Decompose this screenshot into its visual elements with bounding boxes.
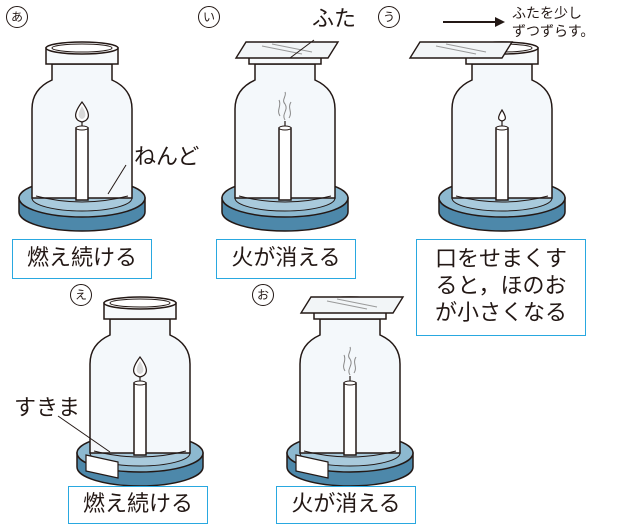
result-u-line2: ると，ほのお [435, 274, 567, 299]
marker-e: え [70, 284, 92, 306]
setup-e [57, 296, 204, 487]
marker-u: う [378, 6, 400, 28]
marker-i: い [198, 6, 220, 28]
setup-a [18, 41, 146, 232]
result-u-line1: 口をせまくす [434, 247, 567, 272]
setup-o [286, 296, 414, 487]
slide-arrow-head [495, 17, 505, 27]
lid-u [409, 41, 513, 59]
marker-a: あ [6, 6, 28, 28]
result-box-e: 燃え続ける [68, 486, 208, 524]
label-sukima: すきま [14, 396, 81, 421]
label-futa: ふた [312, 7, 357, 32]
nendo-leader [107, 164, 127, 195]
result-box-i: 火が消える [216, 239, 356, 279]
label-slide-note-1: ふたを少し [512, 6, 582, 22]
marker-o: お [252, 284, 274, 306]
lid-o [300, 296, 404, 314]
futa-leader [289, 39, 315, 59]
small-flame-u [498, 108, 506, 122]
sukima-leader [57, 415, 111, 453]
label-slide-note-2: ずつずらす。 [512, 24, 595, 40]
result-box-o: 火が消える [276, 486, 416, 524]
lid-i [235, 41, 339, 59]
result-box-a: 燃え続ける [12, 239, 152, 279]
result-u-line3: が小さくなる [434, 301, 567, 326]
label-nendo: ねんど [134, 145, 200, 170]
result-box-u: 口をせまくす ると，ほのお が小さくなる [416, 239, 586, 336]
setup-i [221, 41, 349, 232]
setup-u [409, 17, 566, 232]
clay-gap [85, 454, 119, 479]
